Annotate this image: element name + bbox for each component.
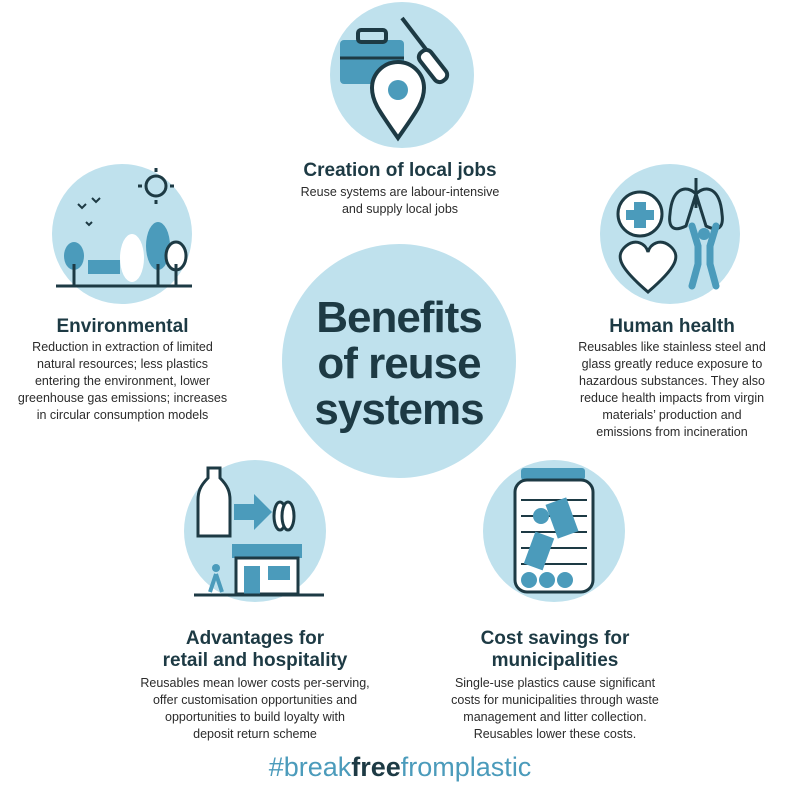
desc-line: deposit return scheme — [193, 727, 317, 741]
desc-line: in circular consumption models — [36, 408, 209, 422]
desc-line: emissions from incineration — [596, 425, 748, 439]
desc-line: Reuse systems are labour-intensive — [300, 185, 500, 199]
main-title: Benefits of reuse systems — [290, 295, 508, 433]
desc-line: natural resources; less plastics — [37, 357, 208, 371]
desc-line: opportunities to build loyalty with — [165, 710, 345, 724]
cost-description: Single-use plastics cause significant co… — [410, 675, 700, 743]
desc-line: Reusables mean lower costs per-serving, — [140, 676, 370, 690]
center-circle — [282, 244, 516, 478]
desc-line: glass greatly reduce exposure to — [581, 357, 763, 371]
main-title-line: systems — [314, 385, 484, 434]
desc-line: Reusables like stainless steel and — [578, 340, 766, 354]
main-title-line: Benefits — [316, 293, 483, 342]
retail-title: Advantages for retail and hospitality — [110, 628, 400, 672]
desc-line: Single-use plastics cause significant — [454, 676, 656, 690]
bottle-shop-icon — [194, 466, 324, 597]
nature-bench-sun-icon — [56, 168, 192, 288]
cost-title: Cost savings for municipalities — [410, 628, 700, 672]
hashtag-bold: free — [351, 752, 401, 782]
main-title-line: of reuse — [317, 339, 481, 388]
money-jar-icon — [513, 468, 595, 594]
desc-line: entering the environment, lower — [34, 374, 211, 388]
hashtag-part: fromplastic — [400, 752, 532, 782]
title-line: retail and hospitality — [162, 650, 348, 671]
desc-line: offer customisation opportunities and — [152, 693, 358, 707]
desc-line: and supply local jobs — [341, 202, 459, 216]
retail-description: Reusables mean lower costs per-serving, … — [110, 675, 400, 743]
title-line: municipalities — [491, 650, 619, 671]
health-description: Reusables like stainless steel and glass… — [552, 339, 792, 441]
desc-line: Reduction in extraction of limited — [32, 340, 213, 354]
title-line: Advantages for — [185, 628, 325, 649]
jobs-title: Creation of local jobs — [303, 160, 497, 181]
desc-line: materials’ production and — [602, 408, 742, 422]
briefcase-screwdriver-pin-icon — [340, 16, 450, 142]
health-title: Human health — [609, 316, 735, 337]
desc-line: greenhouse gas emissions; increases — [17, 391, 228, 405]
environmental-title: Environmental — [56, 316, 189, 337]
hashtag-part: #break — [268, 752, 352, 782]
jobs-description: Reuse systems are labour-intensive and s… — [250, 184, 550, 218]
health-cross-lungs-heart-icon — [616, 178, 724, 294]
desc-line: costs for municipalities through waste — [451, 693, 659, 707]
environmental-description: Reduction in extraction of limited natur… — [0, 339, 245, 424]
title-line: Cost savings for — [480, 628, 630, 649]
desc-line: hazardous substances. They also — [579, 374, 765, 388]
desc-line: Reusables lower these costs. — [473, 727, 637, 741]
hashtag: #breakfreefromplastic — [0, 752, 800, 783]
desc-line: reduce health impacts from virgin — [579, 391, 765, 405]
desc-line: management and litter collection. — [463, 710, 647, 724]
